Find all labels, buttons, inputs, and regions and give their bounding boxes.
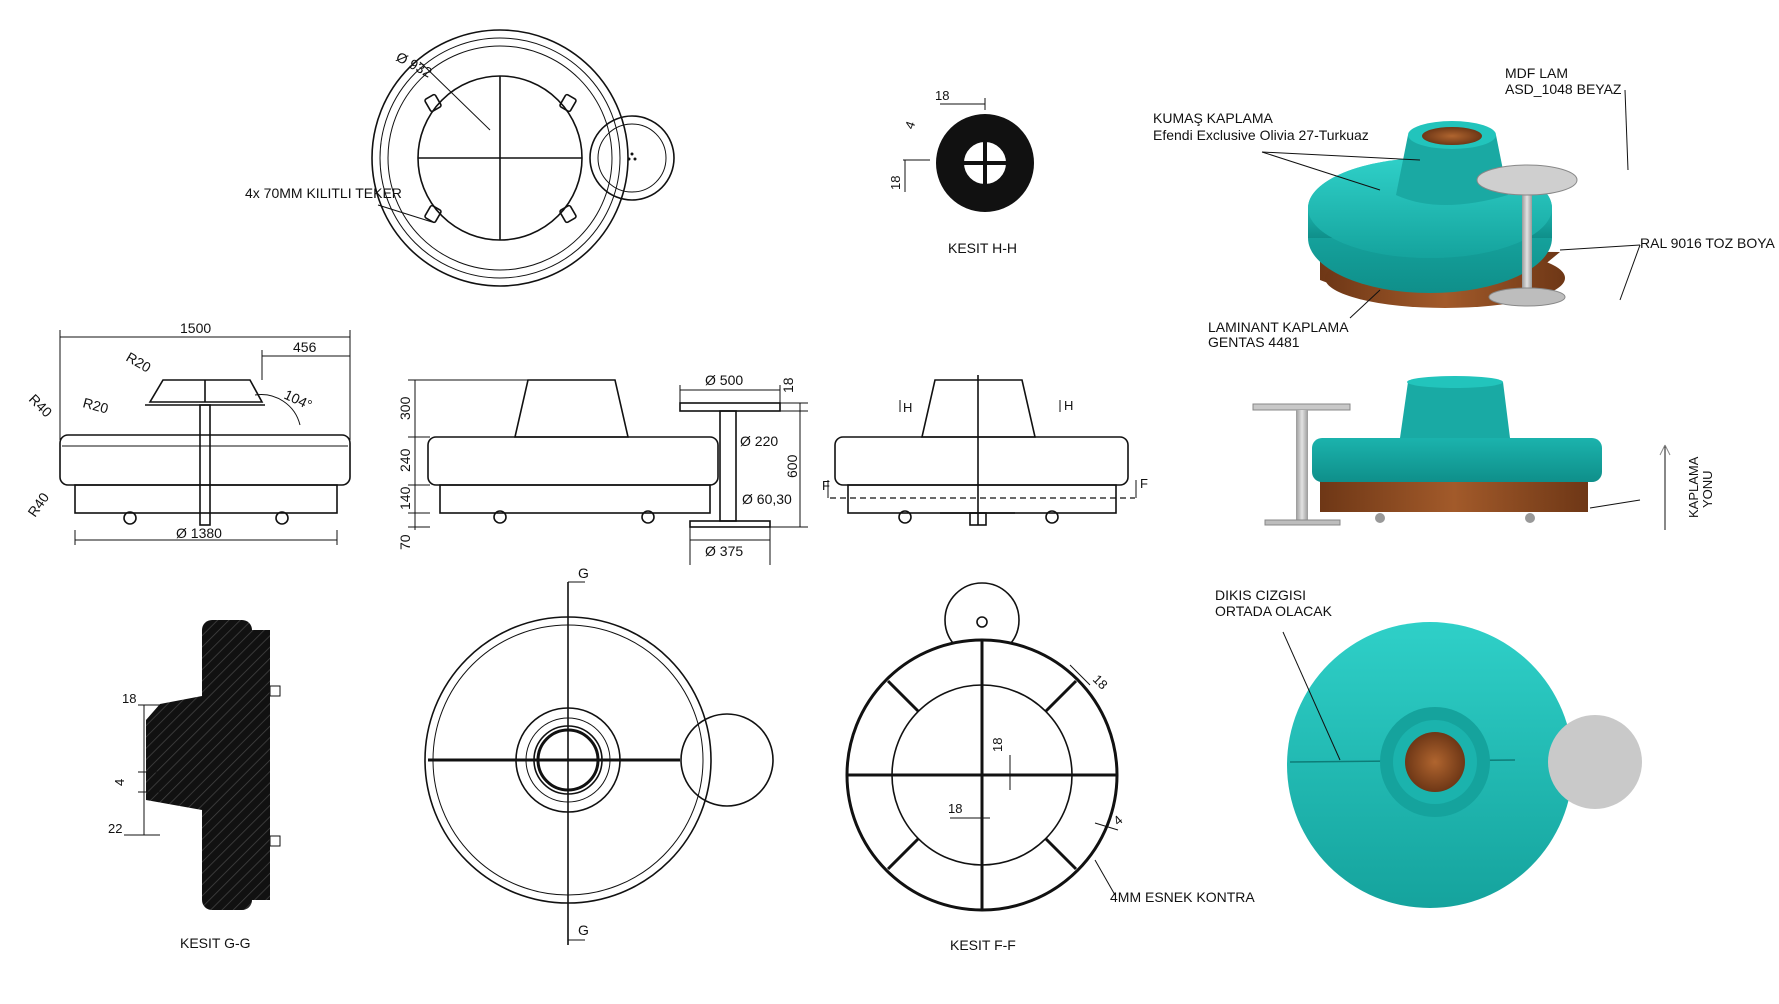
front-base-diameter: Ø 1380 [176, 525, 222, 541]
front-r20-top: R20 [124, 349, 154, 376]
hh-mark-right: H [1064, 398, 1073, 413]
paint-label: RAL 9016 TOZ BOYA [1640, 235, 1776, 251]
section-gg-title: KESIT G-G [180, 935, 251, 951]
gg-dim18: 18 [122, 691, 136, 706]
side-h240: 240 [397, 448, 413, 472]
section-gg: 18 4 22 KESIT G-G [108, 620, 281, 951]
side-pipe-d: Ø 60,30 [742, 491, 792, 507]
g-mark-bottom: G [578, 922, 589, 938]
section-hh-title: KESIT H-H [948, 240, 1017, 256]
top-view-diameter-label: Ø 932 [394, 49, 435, 81]
gg-dim22: 22 [108, 821, 122, 836]
side-h300: 300 [397, 396, 413, 420]
fabric-title: KUMAŞ KAPLAMA [1153, 110, 1273, 126]
flex-note: 4MM ESNEK KONTRA [1110, 889, 1255, 905]
ff-dim18b: 18 [990, 738, 1005, 752]
front-overall-dim: 1500 [180, 320, 211, 336]
laminate-spec: GENTAS 4481 [1208, 334, 1300, 350]
section-ff-title: KESIT F-F [950, 937, 1016, 953]
front-r40-bottom: R40 [24, 489, 52, 519]
laminate-title: LAMINANT KAPLAMA [1208, 319, 1349, 335]
seam-line1: DIKIS CIZGISI [1215, 587, 1306, 603]
side-table-d: Ø 500 [705, 372, 743, 388]
side-foot-d: Ø 375 [705, 543, 743, 559]
front-right-dim: 456 [293, 339, 317, 355]
front-section-view: H H F F [822, 375, 1148, 526]
side-total-h: 600 [784, 454, 800, 478]
ff-mark-right: F [1140, 476, 1148, 491]
hh-dim-left: 18 [888, 176, 903, 190]
direction-line1: KAPLAMA [1686, 456, 1701, 518]
front-r40-top: R40 [26, 391, 56, 421]
side-table-t: 18 [780, 377, 796, 393]
ff-dim18a: 18 [1090, 672, 1111, 693]
render-iso: KUMAŞ KAPLAMA Efendi Exclusive Olivia 27… [1153, 65, 1776, 350]
front-view-left: 1500 456 R20 R20 R40 R40 104° Ø 1380 [24, 320, 351, 545]
front-r20-mid: R20 [81, 394, 110, 416]
plan-view: G G [424, 565, 774, 945]
hh-mark-left: H [903, 400, 912, 415]
mdf-title: MDF LAM [1505, 65, 1568, 81]
caster-note-label: 4x 70MM KILITLI TEKER [245, 185, 402, 201]
side-h140: 140 [397, 486, 413, 510]
seam-line2: ORTADA OLACAK [1215, 603, 1333, 619]
section-ff: 18 18 18 4 4MM ESNEK KONTRA KESIT F-F [845, 582, 1255, 953]
fabric-spec: Efendi Exclusive Olivia 27-Turkuaz [1153, 127, 1369, 143]
direction-line2: YONU [1700, 470, 1715, 508]
g-mark-top: G [578, 565, 589, 581]
ff-dim4: 4 [1110, 812, 1125, 828]
caster-marks [424, 93, 577, 224]
side-view: 300 240 140 70 Ø 500 18 Ø 220 600 Ø 60,3… [397, 372, 808, 565]
side-pole-d: Ø 220 [740, 433, 778, 449]
render-plan: DIKIS CIZGISI ORTADA OLACAK [1215, 587, 1642, 908]
gg-dim4: 4 [112, 779, 127, 786]
render-side: KAPLAMA YONU [1252, 376, 1715, 530]
front-angle: 104° [282, 386, 315, 413]
section-hh: 18 4 18 KESIT H-H [888, 88, 1034, 256]
ff-mark-left: F [822, 478, 830, 493]
top-view: Ø 932 4x 70MM KILITLI TEKER [245, 29, 675, 287]
mdf-spec: ASD_1048 BEYAZ [1505, 81, 1622, 97]
ff-dim18c: 18 [948, 801, 962, 816]
hh-dim-top: 18 [935, 88, 949, 103]
side-h70: 70 [397, 534, 413, 550]
hh-dim-diag: 4 [902, 119, 919, 131]
